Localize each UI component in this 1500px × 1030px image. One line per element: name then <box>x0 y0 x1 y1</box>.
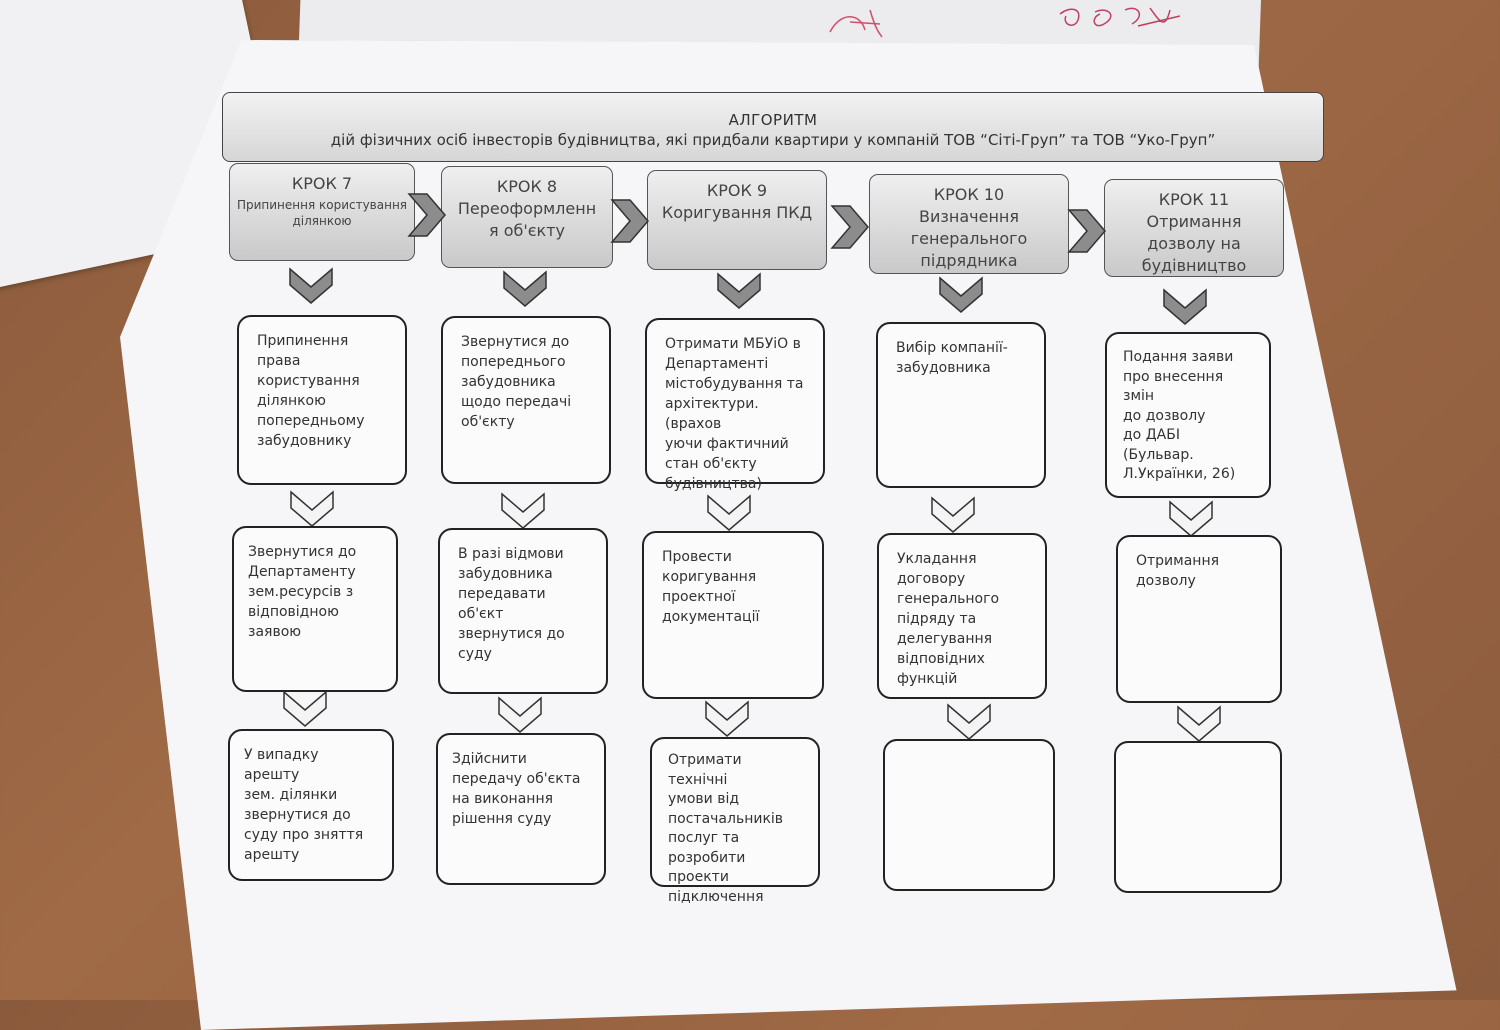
step-number: КРОК 7 <box>291 174 353 193</box>
step-number: КРОК 9 <box>706 181 768 200</box>
chevron-right-icon <box>1067 209 1106 253</box>
step-number: КРОК 11 <box>1158 190 1230 209</box>
step-7-header: КРОК 7 Припинення користування ділянкою <box>229 163 415 261</box>
step-10-box-2: Укладання договору генерального підряду … <box>877 533 1047 699</box>
diagram-subtitle: дій фізичних осіб інвесторів будівництва… <box>330 131 1216 149</box>
chevron-down-icon <box>498 696 542 733</box>
step-8-box-2: В разі відмови забудовника передавати об… <box>438 528 608 694</box>
chevron-down-icon <box>1163 288 1207 325</box>
step-7-box-1: Припинення права користування ділянкою п… <box>237 315 407 485</box>
chevron-down-icon <box>931 496 975 533</box>
chevron-down-icon <box>947 703 991 740</box>
chevron-down-icon <box>501 492 545 529</box>
step-name: Переоформленн я об'єкту <box>457 199 597 240</box>
chevron-down-icon <box>283 690 327 727</box>
chevron-down-icon <box>503 270 547 307</box>
chevron-down-icon <box>289 267 333 304</box>
step-name: Отримання дозволу на будівництво <box>1141 212 1247 275</box>
step-11-box-2: Отримання дозволу <box>1116 535 1282 703</box>
step-8-box-1: Звернутися до попереднього забудовника щ… <box>441 316 611 484</box>
diagram-header: АЛГОРИТМ дій фізичних осіб інвесторів бу… <box>222 92 1324 162</box>
chevron-down-icon <box>705 700 749 737</box>
step-10-header: КРОК 10 Визначення генерального підрядни… <box>869 174 1069 274</box>
chevron-down-icon <box>290 490 334 527</box>
step-10-box-1: Вибір компанії- забудовника <box>876 322 1046 488</box>
step-9-box-1: Отримати МБУіО в Департаменті містобудув… <box>645 318 825 492</box>
chevron-down-icon <box>717 272 761 309</box>
diagram-title: АЛГОРИТМ <box>728 111 818 129</box>
step-number: КРОК 8 <box>496 177 558 196</box>
step-name: Визначення генерального підрядника <box>910 207 1028 270</box>
step-11-box-3 <box>1114 741 1282 893</box>
chevron-down-icon <box>939 276 983 313</box>
chevron-right-icon <box>407 193 446 237</box>
step-11-header: КРОК 11 Отримання дозволу на будівництво <box>1104 179 1284 277</box>
chevron-down-icon <box>707 494 751 531</box>
step-7-box-2: Звернутися до Департаменту зем.ресурсів … <box>232 526 398 692</box>
chevron-right-icon <box>830 205 869 249</box>
chevron-down-icon <box>1177 705 1221 742</box>
step-10-box-3 <box>883 739 1055 891</box>
step-name: Припинення користування ділянкою <box>236 198 408 228</box>
step-9-header: КРОК 9 Коригування ПКД <box>647 170 827 270</box>
step-11-box-1: Подання заяви про внесення змін до дозво… <box>1105 332 1271 498</box>
step-7-box-3: У випадку арешту зем. ділянки звернутися… <box>228 729 394 881</box>
step-8-header: КРОК 8 Переоформленн я об'єкту <box>441 166 613 268</box>
step-number: КРОК 10 <box>933 185 1005 204</box>
handwritten-scribble <box>829 7 1181 38</box>
step-9-box-3: Отримати технічні умови від постачальник… <box>650 737 820 905</box>
step-8-box-3: Здійснити передачу об'єкта на виконання … <box>436 733 606 885</box>
step-9-box-2: Провести коригування проектної документа… <box>642 531 824 699</box>
step-name: Коригування ПКД <box>661 203 813 222</box>
chevron-right-icon <box>610 199 649 243</box>
chevron-down-icon <box>1169 500 1213 537</box>
